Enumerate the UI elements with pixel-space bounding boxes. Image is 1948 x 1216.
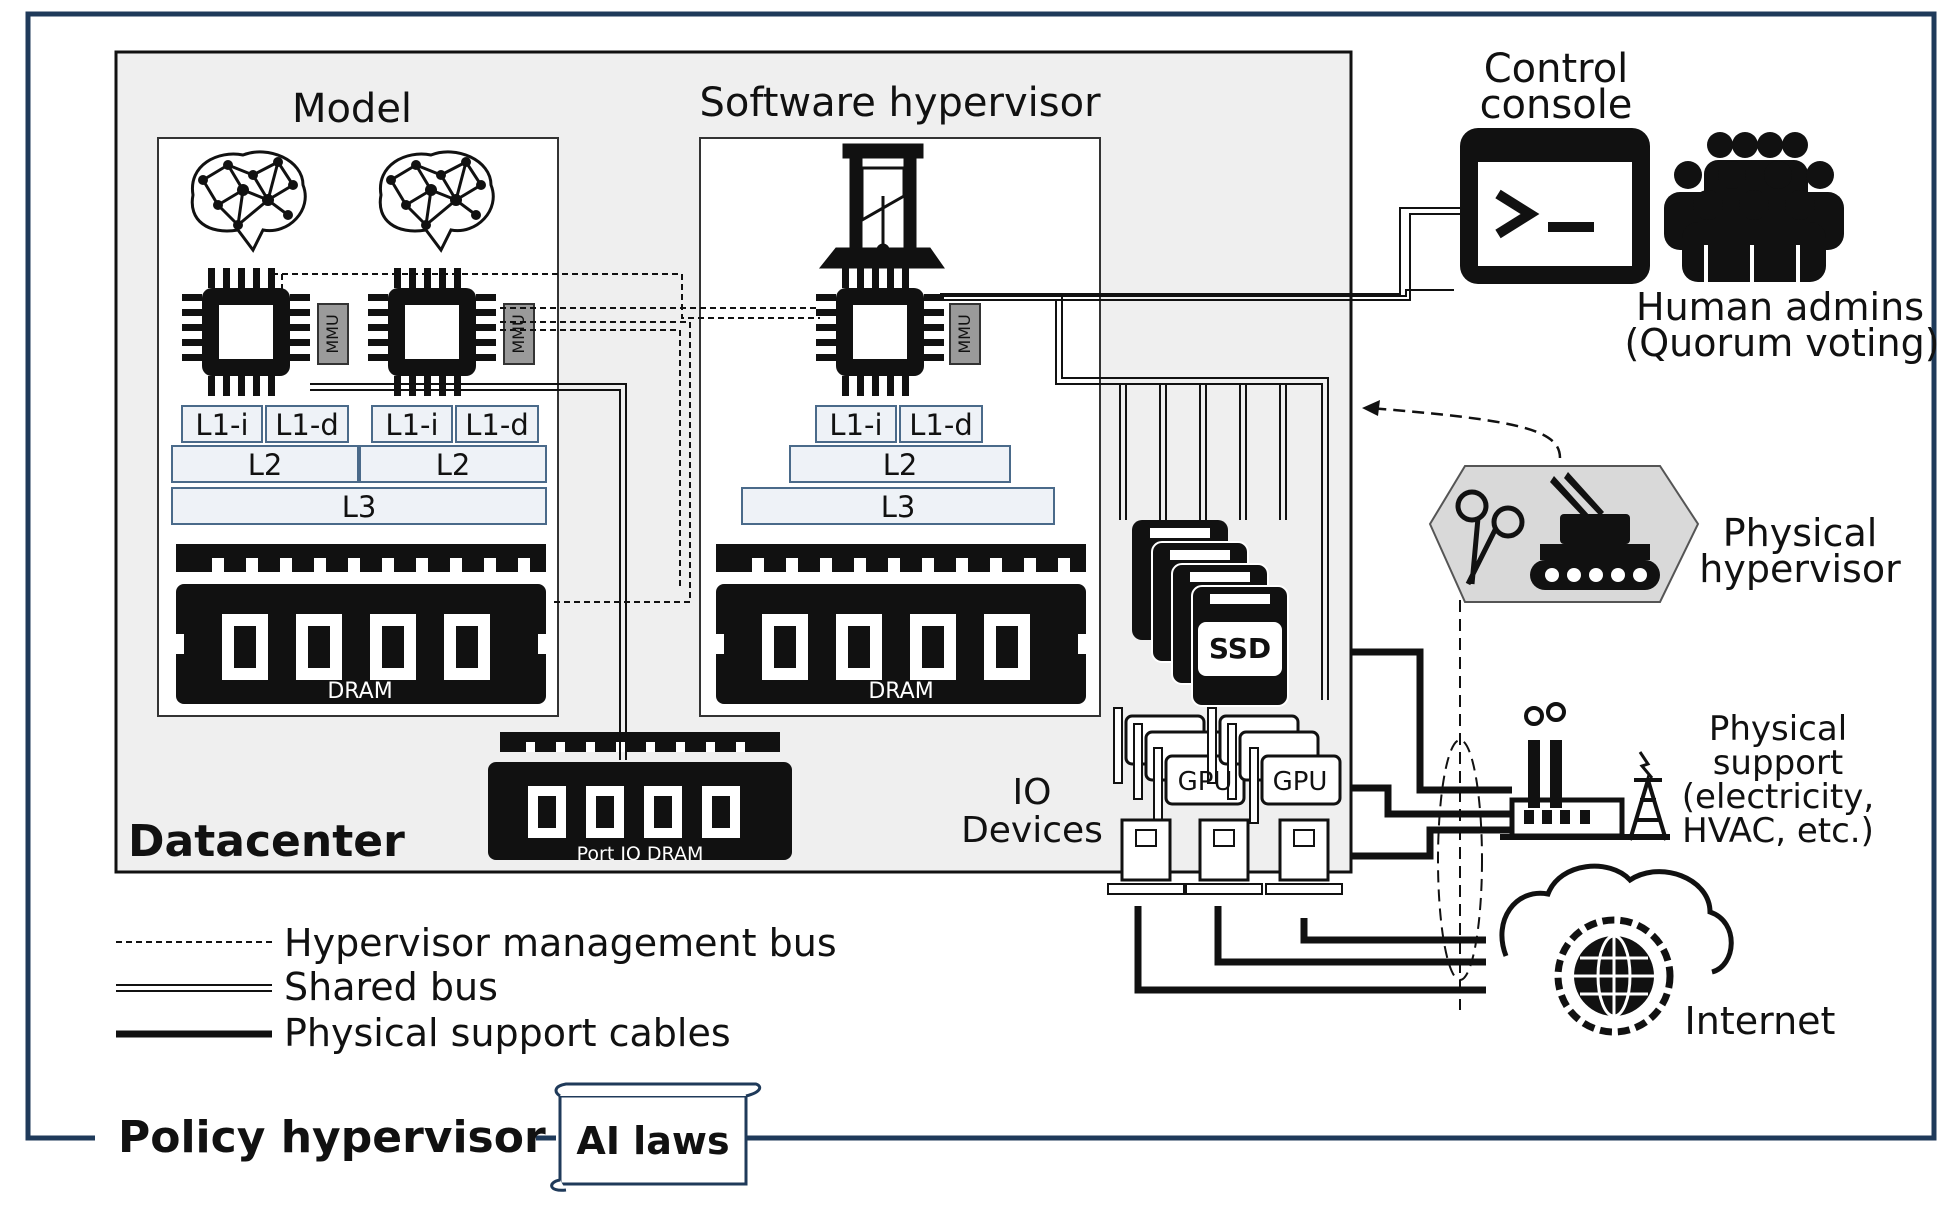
physical-support-line3: (electricity, xyxy=(1682,777,1874,817)
power-plant-icon xyxy=(1500,702,1670,840)
hypervisor-l1i-label: L1-i xyxy=(829,408,882,442)
mmu-label: MMU xyxy=(955,314,974,353)
hypervisor-l1i-box xyxy=(815,405,897,443)
guillotine-icon xyxy=(818,143,945,269)
tank-icon xyxy=(1530,472,1660,590)
model-l1d-label: L1-d xyxy=(465,408,528,442)
model-title: Model xyxy=(292,86,412,132)
physical-support-line1: Physical xyxy=(1709,709,1847,749)
policy-hypervisor-label: Policy hypervisor xyxy=(118,1112,546,1163)
port-io-dram-label: Port IO DRAM xyxy=(577,843,704,865)
internet-label: Internet xyxy=(1685,999,1836,1043)
hypervisor-l3-box xyxy=(741,487,1055,525)
hypervisor-l2-box xyxy=(789,445,1011,483)
ssd-label: SSD xyxy=(1209,632,1271,665)
power-tower-icon xyxy=(1628,751,1668,841)
hypervisor-title: Software hypervisor xyxy=(699,80,1101,126)
internet-cloud-icon xyxy=(1499,863,1734,1036)
hypervisor-dram-label: DRAM xyxy=(868,679,933,704)
legend-management-bus-label: Hypervisor management bus xyxy=(284,921,837,965)
model-dram-label: DRAM xyxy=(327,679,392,704)
model-l1i-label: L1-i xyxy=(195,408,248,442)
datacenter-label: Datacenter xyxy=(128,816,405,867)
physical-hypervisor-line1: Physical xyxy=(1723,511,1878,555)
terminal-console-icon xyxy=(1460,128,1650,284)
ai-laws-label: AI laws xyxy=(576,1119,729,1163)
model-mmu-1 xyxy=(317,303,349,365)
model-l1d-box xyxy=(455,405,539,443)
physical-support-line2: support xyxy=(1713,743,1844,783)
arrow-head xyxy=(1362,400,1380,416)
scissors-icon xyxy=(1455,489,1525,586)
physical-hypervisor-arrow xyxy=(1369,406,1562,459)
hypervisor-l1d-box xyxy=(899,405,983,443)
port-io-dram-icon xyxy=(488,732,792,860)
hypervisor-mmu xyxy=(949,303,981,365)
model-l1i-box xyxy=(371,405,453,443)
shared-bus xyxy=(310,207,1460,760)
model-l3-label: L3 xyxy=(342,490,377,524)
model-mmu-2 xyxy=(503,303,535,365)
model-l2-box xyxy=(171,445,359,483)
physical-support-cables xyxy=(1134,648,1512,994)
io-label-line1: IO xyxy=(1013,772,1052,813)
model-l1d-label: L1-d xyxy=(275,408,338,442)
physical-hypervisor-line2: hypervisor xyxy=(1699,547,1901,591)
model-l1i-label: L1-i xyxy=(385,408,438,442)
hypervisor-l1d-label: L1-d xyxy=(909,408,972,442)
gpu-label: GPU xyxy=(1178,767,1233,797)
hypervisor-l2-label: L2 xyxy=(883,448,918,482)
model-l2-label: L2 xyxy=(436,448,471,482)
hypervisor-l3-label: L3 xyxy=(881,490,916,524)
ssd-icon xyxy=(1132,520,1289,707)
model-l1d-box xyxy=(265,405,349,443)
model-l2-box xyxy=(359,445,547,483)
physical-support-line4: HVAC, etc.) xyxy=(1682,811,1874,851)
ai-laws-scroll-icon xyxy=(550,1082,762,1192)
mmu-label: MMU xyxy=(509,314,528,353)
human-admins-label: Human admins xyxy=(1636,285,1924,329)
gpu-label: GPU xyxy=(1273,767,1328,797)
mmu-label: MMU xyxy=(323,314,342,353)
policy-frame xyxy=(25,11,1937,1141)
model-l2-label: L2 xyxy=(248,448,283,482)
model-l3-box xyxy=(171,487,547,525)
hypervisor-management-bus xyxy=(272,273,820,603)
legend-support-cables-label: Physical support cables xyxy=(284,1011,731,1055)
model-l1i-box xyxy=(181,405,263,443)
quorum-voting-label: (Quorum voting) xyxy=(1624,321,1939,365)
control-console-title-line1: Control xyxy=(1484,46,1629,92)
io-label-line2: Devices xyxy=(961,810,1103,851)
legend-shared-bus-label: Shared bus xyxy=(284,965,498,1009)
human-admins-icon xyxy=(1664,132,1844,285)
control-console-title-line2: console xyxy=(1480,82,1633,128)
